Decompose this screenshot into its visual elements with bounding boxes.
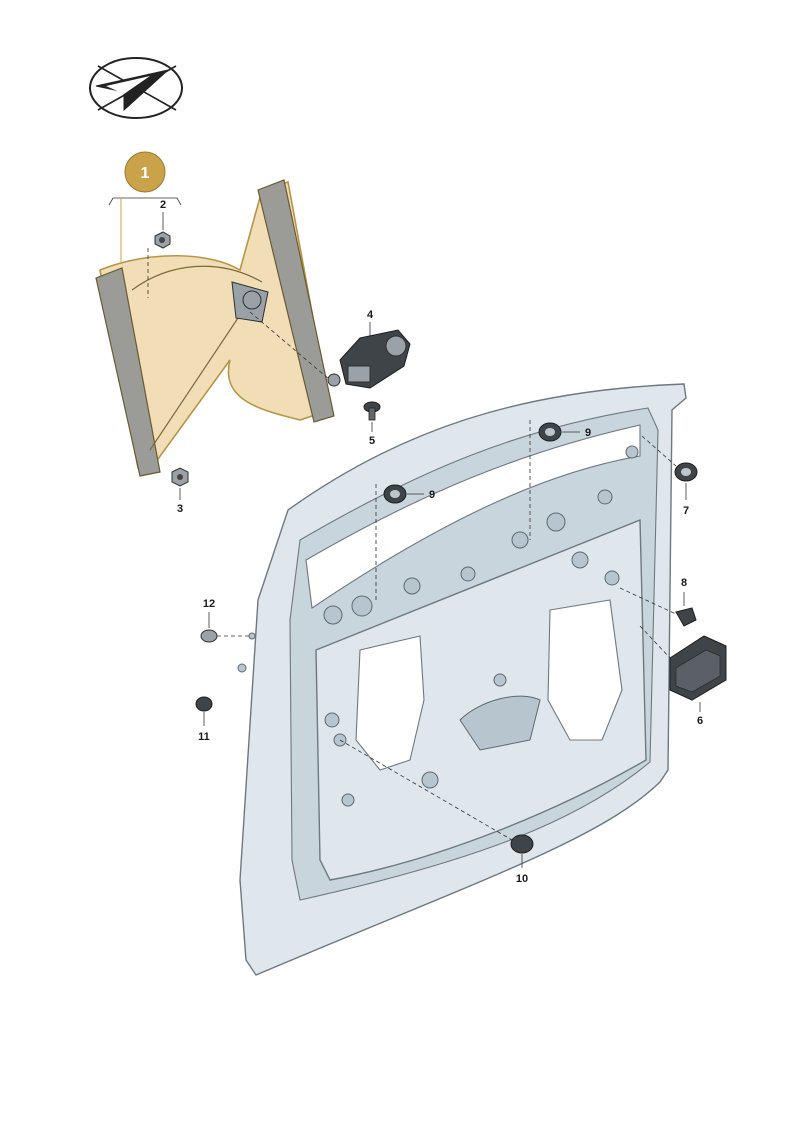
grommet-part-7 xyxy=(674,462,698,482)
callout-2: 2 xyxy=(160,199,166,211)
callout-7: 7 xyxy=(683,505,689,517)
screw-part-5 xyxy=(363,401,381,421)
callout-5: 5 xyxy=(369,435,375,447)
callout-4: 4 xyxy=(367,309,374,321)
orientation-logo-icon xyxy=(89,57,183,119)
callout-10: 10 xyxy=(516,873,528,885)
callout-11: 11 xyxy=(198,731,210,743)
plug-part-9-upper xyxy=(538,422,562,442)
callout-6: 6 xyxy=(697,715,703,727)
assembly-badge: 1 xyxy=(108,151,182,262)
callout-9-upper: 9 xyxy=(585,427,591,439)
clip-part-8 xyxy=(675,607,697,627)
callout-12: 12 xyxy=(203,598,215,610)
door-shell xyxy=(237,383,687,976)
control-unit-part-6 xyxy=(669,635,727,701)
callout-3: 3 xyxy=(177,503,183,515)
callout-8: 8 xyxy=(681,577,687,589)
window-regulator xyxy=(95,179,335,477)
nut-part-3 xyxy=(171,467,189,487)
assembly-badge-label: 1 xyxy=(141,165,150,182)
window-motor-part-4 xyxy=(327,329,411,389)
callout-9-lower: 9 xyxy=(429,489,435,501)
cap-part-10 xyxy=(510,834,534,854)
plug-part-9-lower xyxy=(383,484,407,504)
clip-part-2 xyxy=(154,231,171,249)
cap-part-11 xyxy=(195,696,213,712)
plug-part-12 xyxy=(200,629,218,643)
